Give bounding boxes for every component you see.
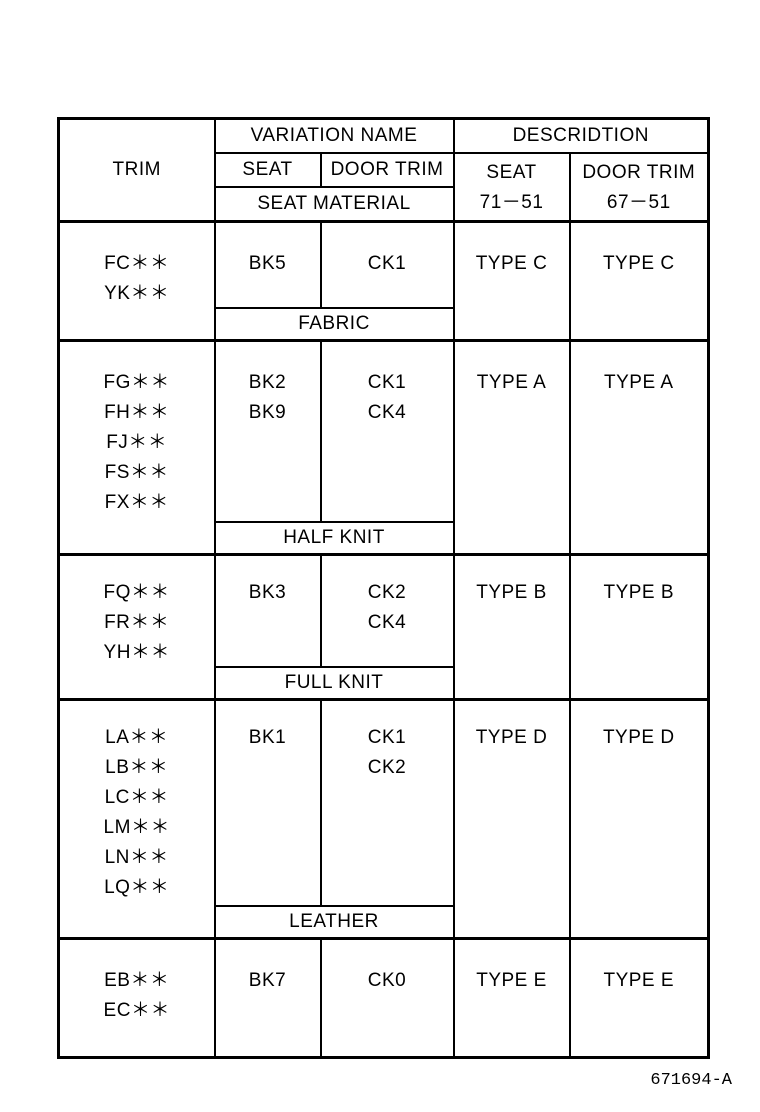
trim-codes-line: FH＊＊	[104, 402, 170, 423]
description-door-trim-type: TYPE B	[568, 553, 710, 701]
door-trim-code-cell-line: CK2	[367, 582, 407, 603]
seat-code-cell-line: BK7	[248, 970, 287, 991]
seat-material-cell: HALF KNIT	[213, 521, 455, 556]
trim-codes-line: FJ＊＊	[106, 432, 168, 453]
trim-codes-line: FQ＊＊	[103, 582, 170, 603]
seat-code-cell-line: BK3	[248, 582, 287, 603]
door-trim-code-cell-line: CK0	[367, 970, 407, 991]
trim-codes-line: YK＊＊	[104, 283, 170, 304]
description-header: DESCRIDTION	[452, 117, 710, 154]
trim-codes: FC＊＊ YK＊＊	[57, 220, 216, 342]
door-trim-header-label: DOOR TRIM	[582, 162, 696, 183]
door-trim-header: DOOR TRIM	[319, 152, 455, 188]
seat-code: 71－51	[479, 192, 544, 213]
description-door-trim-header: DOOR TRIM 67－51	[568, 152, 710, 223]
door-trim-code-cell-line: CK1	[367, 372, 407, 393]
trim-codes-line: FX＊＊	[104, 492, 169, 513]
material-row: LEATHER	[59, 905, 709, 940]
trim-codes-line: LA＊＊	[105, 727, 169, 748]
description-door-trim-type: TYPE C	[568, 220, 710, 342]
trim-codes-line: FS＊＊	[104, 462, 169, 483]
seat-header: SEAT	[213, 152, 322, 188]
seat-code-cell-line: BK1	[248, 727, 287, 748]
door-trim-code-cell-line: CK2	[367, 757, 407, 778]
figure-code: 671694-A	[650, 1071, 732, 1090]
trim-codes: LA＊＊ LB＊＊ LC＊＊ LM＊＊ LN＊＊ LQ＊＊	[57, 698, 216, 940]
seat-code-cell-line: BK2	[248, 372, 287, 393]
trim-codes-line: FR＊＊	[104, 612, 170, 633]
material-row: FULL KNIT	[59, 666, 709, 701]
seat-code-cell: BK5	[213, 220, 322, 309]
trim-header: TRIM	[57, 117, 216, 223]
door-trim-code-cell: CK0	[319, 937, 455, 1059]
seat-code-cell: BK7	[213, 937, 322, 1059]
seat-code-cell: BK1	[213, 698, 322, 907]
door-trim-code: 67－51	[606, 192, 671, 213]
description-door-trim-type: TYPE D	[568, 698, 710, 940]
seat-header-label: SEAT	[486, 162, 537, 183]
description-seat-type: TYPE B	[452, 553, 571, 701]
trim-codes: EB＊＊ EC＊＊	[57, 937, 216, 1059]
trim-codes-line: FC＊＊	[104, 253, 170, 274]
trim-codes-line: YH＊＊	[103, 642, 170, 663]
trim-codes: FG＊＊ FH＊＊ FJ＊＊ FS＊＊ FX＊＊	[57, 339, 216, 556]
door-trim-code-cell-line: CK4	[367, 612, 407, 633]
seat-material-cell: LEATHER	[213, 905, 455, 940]
door-trim-code-cell: CK1	[319, 220, 455, 309]
variation-name-header: VARIATION NAME	[213, 117, 455, 154]
material-row: FABRIC	[59, 307, 709, 342]
trim-variation-table: TRIM VARIATION NAME DESCRIDTION SEAT DOO…	[57, 117, 711, 1059]
description-seat-type: TYPE D	[452, 698, 571, 940]
trim-codes-line: EC＊＊	[103, 1000, 170, 1021]
seat-code-cell-line: BK5	[248, 253, 287, 274]
description-door-trim-type: TYPE E	[568, 937, 710, 1059]
seat-code-cell-line: BK9	[248, 402, 287, 423]
trim-codes-line: EB＊＊	[104, 970, 170, 991]
trim-codes-line: LC＊＊	[104, 787, 169, 808]
description-door-trim-type: TYPE A	[568, 339, 710, 556]
description-seat-type: TYPE C	[452, 220, 571, 342]
seat-material-cell: FABRIC	[213, 307, 455, 342]
door-trim-code-cell-line: CK4	[367, 402, 407, 423]
trim-codes-line: FG＊＊	[103, 372, 170, 393]
seat-material-cell: FULL KNIT	[213, 666, 455, 701]
description-seat-header: SEAT 71－51	[452, 152, 571, 223]
trim-codes-line: LQ＊＊	[104, 877, 170, 898]
description-seat-type: TYPE E	[452, 937, 571, 1059]
trim-codes-line: LB＊＊	[105, 757, 169, 778]
door-trim-code-cell-line: CK1	[367, 253, 407, 274]
trim-codes-line: LM＊＊	[103, 817, 170, 838]
seat-code-cell: BK3	[213, 553, 322, 668]
seat-material-header: SEAT MATERIAL	[213, 186, 455, 223]
trim-codes-line: LN＊＊	[104, 847, 169, 868]
door-trim-code-cell-line: CK1	[367, 727, 407, 748]
trim-codes: FQ＊＊ FR＊＊ YH＊＊	[57, 553, 216, 701]
description-seat-type: TYPE A	[452, 339, 571, 556]
material-row: HALF KNIT	[59, 521, 709, 556]
